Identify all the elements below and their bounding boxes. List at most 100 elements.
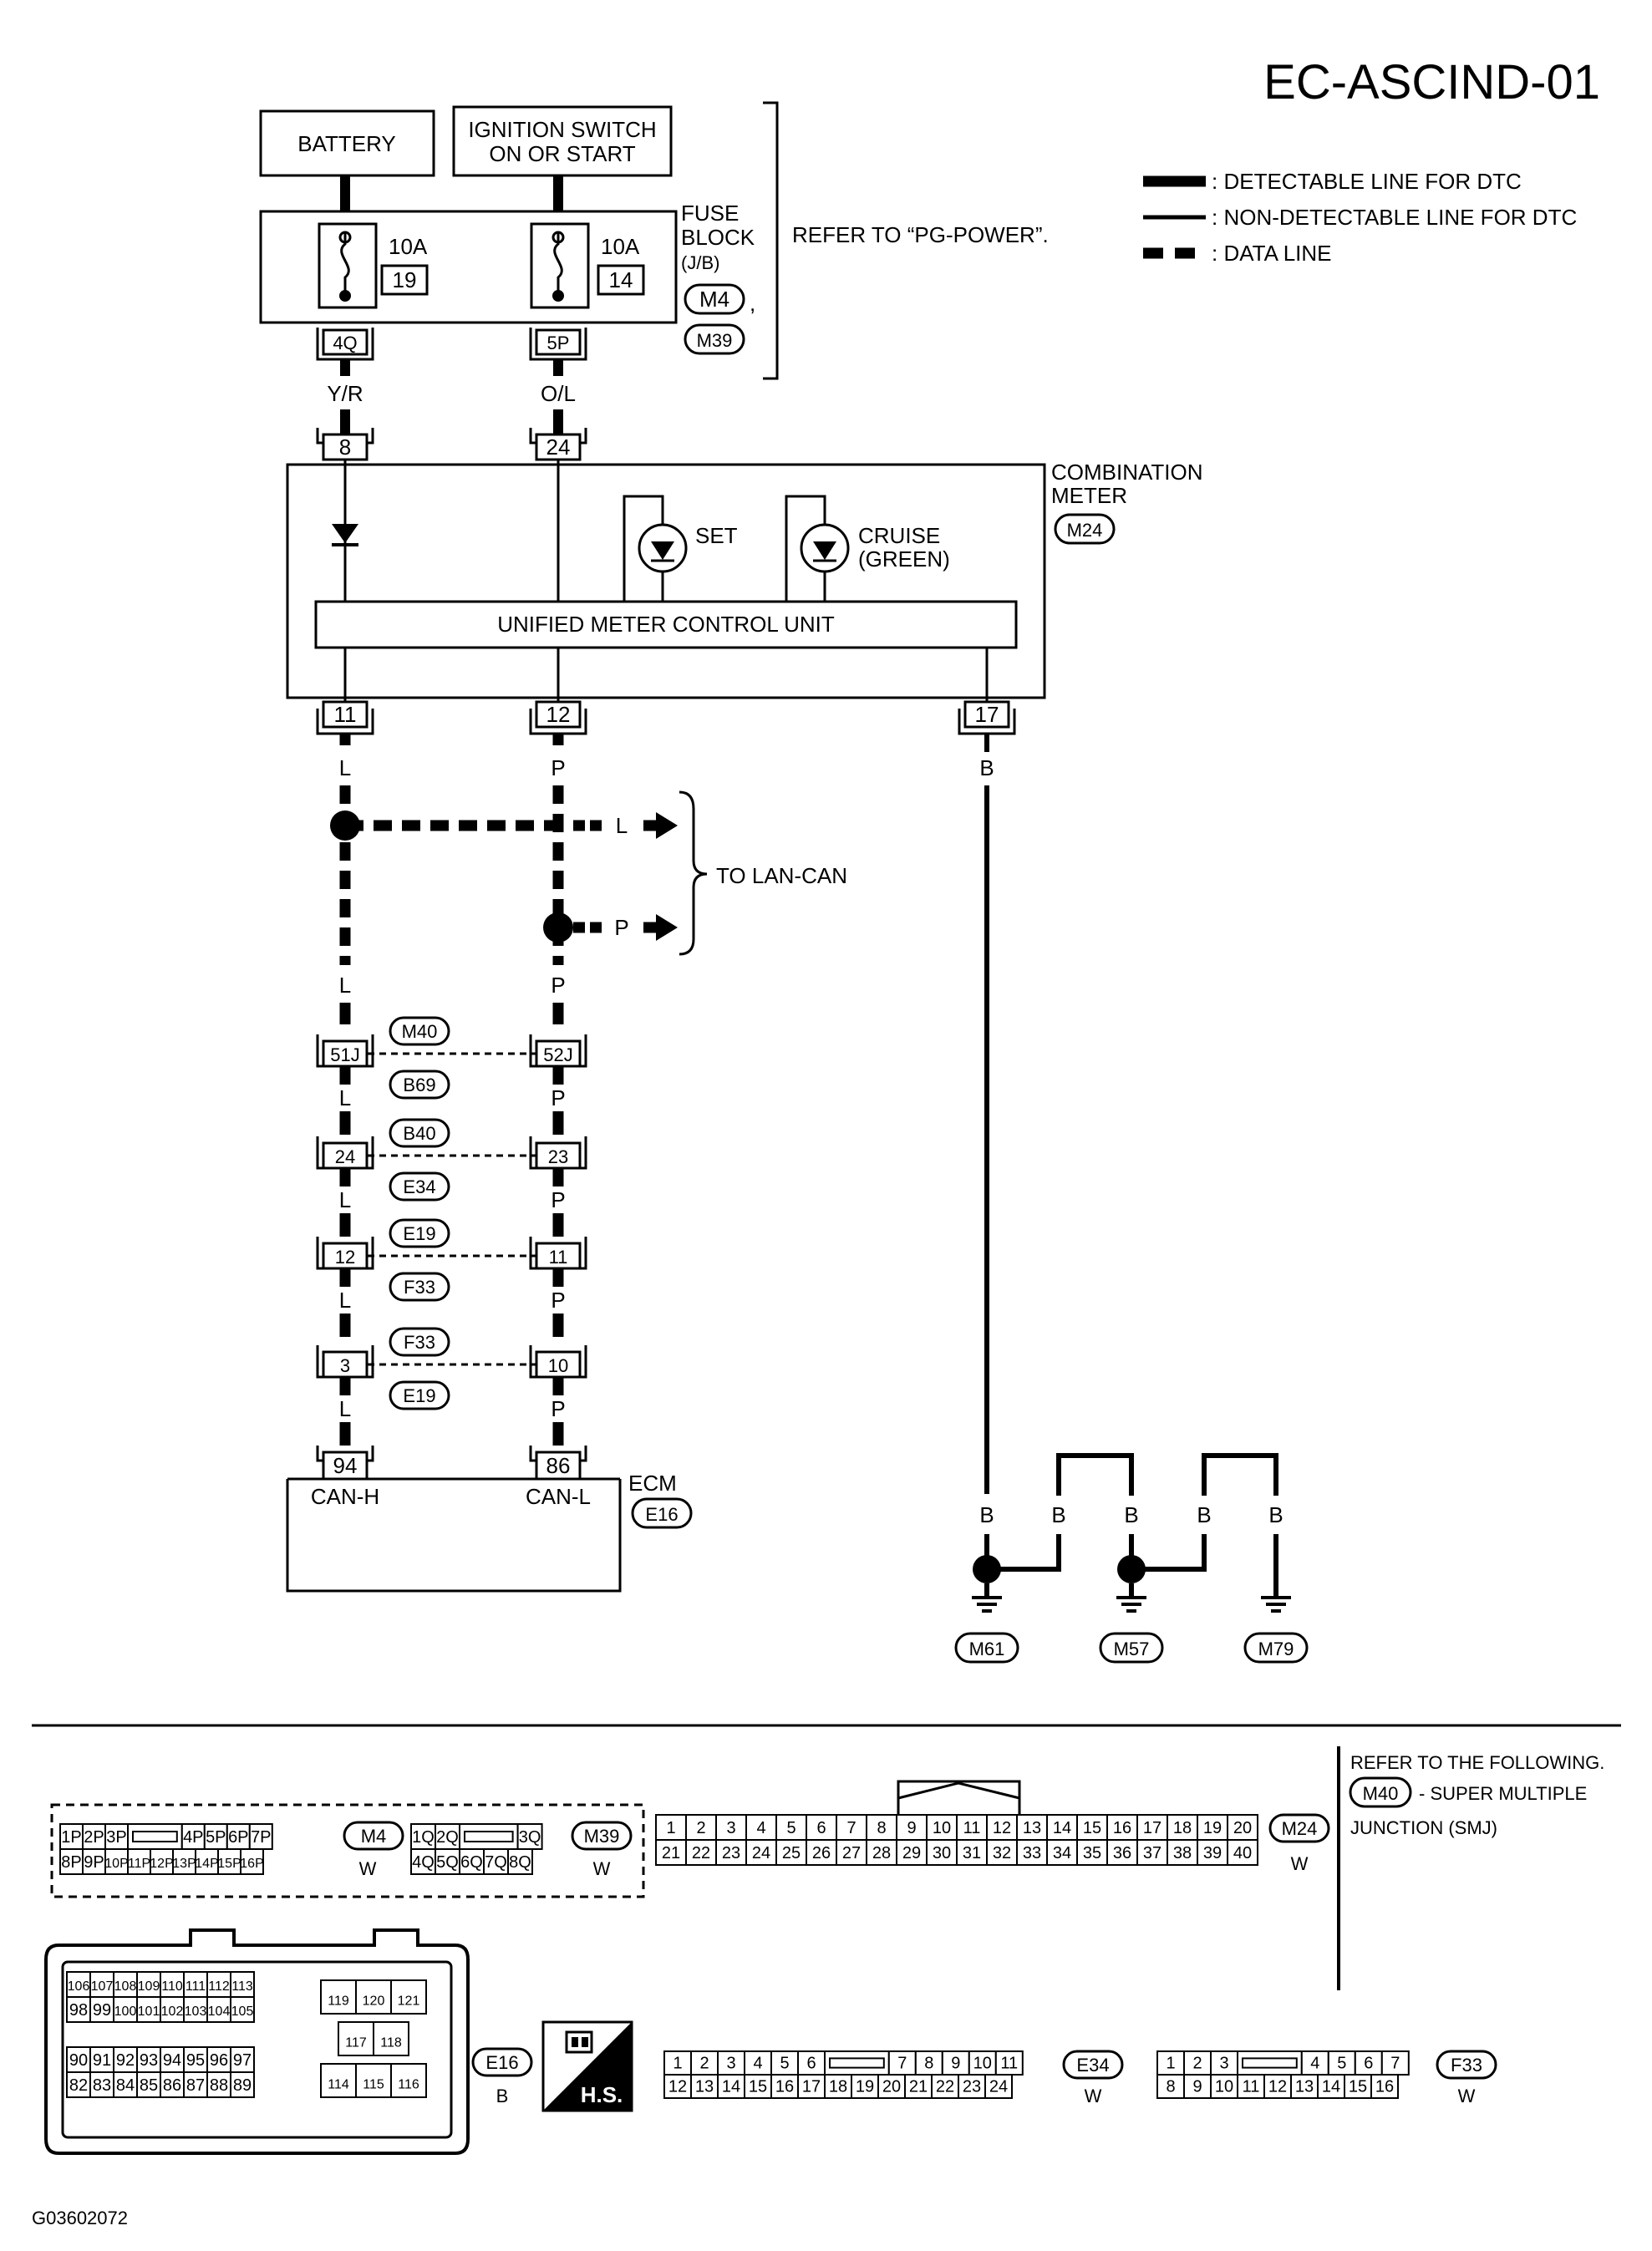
m39-pin: 6Q bbox=[460, 1853, 483, 1872]
f33-pin: 11 bbox=[1243, 2078, 1260, 2096]
meter-pin-24 bbox=[535, 433, 582, 461]
f33-pin: 7 bbox=[1390, 2055, 1400, 2073]
pin-5p-label: 5P bbox=[547, 333, 570, 353]
meter-pin-24-label: 24 bbox=[546, 434, 571, 460]
wire-label-yr: Y/R bbox=[327, 381, 363, 406]
can-bus-lines: L P L P TO LAN-CAN L P bbox=[330, 734, 847, 1024]
fuse-19 bbox=[318, 222, 378, 309]
e16-pin: 104 bbox=[208, 2005, 231, 2019]
e34-cell bbox=[744, 2074, 772, 2099]
m24-pin: 19 bbox=[1203, 1819, 1222, 1837]
junction-pin-label: 24 bbox=[335, 1146, 355, 1167]
m39-pin: 8Q bbox=[509, 1853, 531, 1872]
conn-m39-badge bbox=[684, 323, 745, 355]
e34-pin: 22 bbox=[936, 2078, 954, 2096]
m24-pin: 9 bbox=[907, 1819, 916, 1837]
ground-symbol-m79 bbox=[1261, 1596, 1291, 1613]
e34-pin: 3 bbox=[726, 2055, 735, 2073]
refer-conn-badge bbox=[1349, 1776, 1412, 1808]
junction-pin-label: 12 bbox=[335, 1247, 355, 1268]
e16-cell bbox=[66, 1996, 91, 2023]
e16-pin: 88 bbox=[210, 2076, 228, 2095]
e34-cell bbox=[824, 2050, 890, 2076]
m24-pin: 17 bbox=[1143, 1819, 1161, 1837]
m24-pin: 32 bbox=[993, 1844, 1011, 1862]
f33-cell bbox=[1156, 2074, 1185, 2099]
diagram-title: EC-ASCIND-01 bbox=[1263, 55, 1600, 109]
e16-pin: 95 bbox=[186, 2051, 205, 2070]
set-label: SET bbox=[695, 523, 738, 548]
ground-circuit: B B B B B B M bbox=[954, 734, 1309, 1664]
f33-pin: 9 bbox=[1192, 2078, 1202, 2096]
meter-diode bbox=[332, 524, 358, 543]
refer-line-2: - SUPER MULTIPLE bbox=[1419, 1783, 1587, 1804]
hs-label: H.S. bbox=[581, 2082, 623, 2107]
e16-pin: 94 bbox=[163, 2051, 181, 2070]
wire-label-b-4: B bbox=[1197, 1502, 1211, 1527]
f33-pin: 6 bbox=[1364, 2055, 1373, 2073]
m24-pin: 2 bbox=[696, 1819, 705, 1837]
e34-pin: 12 bbox=[668, 2078, 687, 2096]
junction-pin-label: 11 bbox=[549, 1247, 568, 1268]
f33-pin: 12 bbox=[1268, 2078, 1287, 2096]
e16-cell bbox=[206, 2071, 231, 2098]
e16-pin: 84 bbox=[116, 2076, 135, 2095]
m24-pin: 5 bbox=[786, 1819, 796, 1837]
m24-pin: 7 bbox=[846, 1819, 856, 1837]
wire-label-b-pin17: B bbox=[979, 755, 994, 780]
junction-pin-label: 3 bbox=[340, 1355, 350, 1376]
m4-pin: 6P bbox=[228, 1828, 248, 1847]
ground-m61-badge bbox=[954, 1632, 1019, 1664]
m4-pin: 10P bbox=[104, 1857, 128, 1871]
m24-pin: 37 bbox=[1143, 1844, 1161, 1862]
e16-pin: 118 bbox=[380, 2036, 402, 2050]
e34-pin: 18 bbox=[829, 2078, 847, 2096]
junction-conn-top: M40 bbox=[402, 1021, 438, 1042]
cruise-label-1: CRUISE bbox=[858, 523, 940, 548]
fuse-block-box bbox=[259, 210, 678, 324]
m24-conn-id: M24 bbox=[1282, 1818, 1318, 1839]
fuse-19-num: 19 bbox=[393, 267, 417, 292]
pin-5p bbox=[535, 328, 582, 356]
e16-pin: 111 bbox=[186, 1979, 206, 1994]
m4-pin: 16P bbox=[240, 1857, 263, 1871]
m24-pin: 6 bbox=[816, 1819, 826, 1837]
unified-meter-control-unit bbox=[314, 600, 1018, 649]
m4-m39-dashed-frame bbox=[50, 1803, 645, 1898]
e16-pin: 93 bbox=[140, 2051, 158, 2070]
e16-pin: 89 bbox=[233, 2076, 252, 2095]
e34-cell bbox=[984, 2074, 1013, 2099]
m39-cell bbox=[459, 1848, 485, 1875]
m24-pin: 39 bbox=[1203, 1844, 1222, 1862]
fuse-block-label-3: (J/B) bbox=[681, 252, 719, 273]
e16-cell bbox=[89, 1996, 114, 2023]
set-lamp bbox=[638, 523, 688, 573]
e16-conn-id: E16 bbox=[485, 2052, 518, 2073]
m24-pin: 26 bbox=[812, 1844, 831, 1862]
wire-label-l-2: L bbox=[339, 973, 351, 998]
can-l-label: CAN-L bbox=[526, 1484, 591, 1509]
e16-cell bbox=[183, 1996, 208, 2023]
m39-pin: 2Q bbox=[436, 1828, 459, 1847]
conn-m39: M39 bbox=[697, 330, 733, 351]
e16-pin: 92 bbox=[116, 2051, 135, 2070]
m24-cell bbox=[1136, 1839, 1168, 1866]
m39-conn-id: M39 bbox=[584, 1826, 620, 1847]
ground-m57: M57 bbox=[1114, 1639, 1150, 1659]
m24-pin: 35 bbox=[1083, 1844, 1101, 1862]
m4-pin: 9P bbox=[84, 1853, 104, 1872]
junction-conn-bottom: E34 bbox=[403, 1176, 435, 1197]
m24-pin: 30 bbox=[933, 1844, 951, 1862]
e16-cell bbox=[355, 2063, 392, 2098]
m24-cell bbox=[1076, 1839, 1108, 1866]
e16-pin: 115 bbox=[363, 2078, 384, 2092]
m24-pin: 15 bbox=[1083, 1819, 1101, 1837]
m4-pin: 4P bbox=[183, 1828, 203, 1847]
m4-cell bbox=[59, 1823, 84, 1850]
e16-pin: 116 bbox=[398, 2078, 419, 2092]
e16-color: B bbox=[496, 2086, 509, 2106]
m4-pin: 3P bbox=[106, 1828, 126, 1847]
e16-cell bbox=[136, 2071, 161, 2098]
wire-label-p-top: P bbox=[551, 755, 565, 780]
